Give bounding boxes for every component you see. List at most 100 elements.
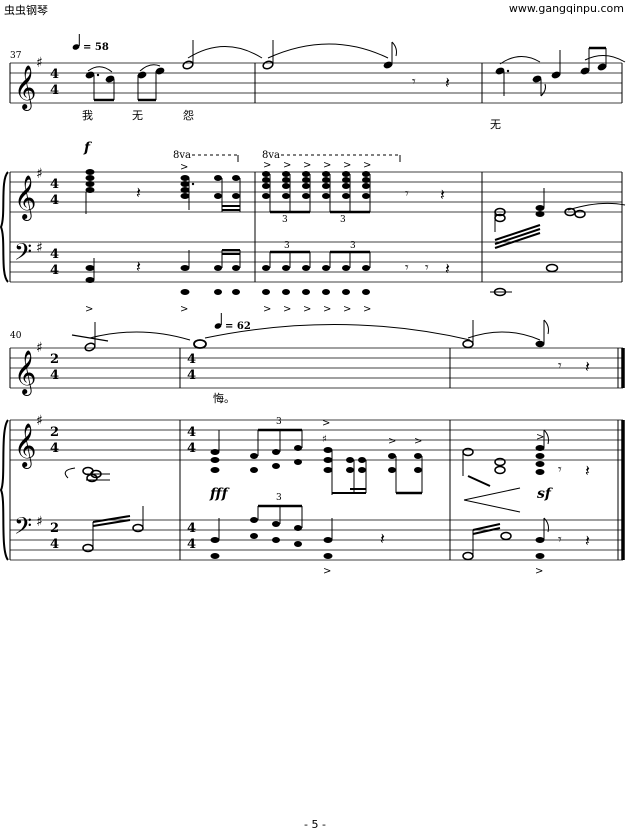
accent-mark: > [263, 304, 271, 315]
quarter-rest-icon: 𝄽 [445, 259, 450, 278]
triplet-mark: 3 [284, 241, 290, 251]
voice-staff [10, 347, 623, 389]
brace [0, 419, 9, 561]
quarter-rest-icon: 𝄽 [136, 257, 141, 276]
chord-note [322, 183, 330, 189]
sharp-key-icon: ♯ [36, 240, 43, 256]
svg-text:>: > [323, 566, 331, 577]
time-sig-bottom: 4 [50, 441, 59, 456]
system-1: 37 = 58 𝄞 ♯ 4 4 𝄞 ♯ 4 4 𝄢 ♯ 4 4 [0, 34, 626, 315]
piano-treble-m39 [494, 188, 626, 232]
treble-clef-icon: 𝄞 [14, 175, 36, 221]
svg-text:>: > [85, 304, 93, 315]
chord-note [362, 265, 370, 271]
time-sig-bottom: 4 [50, 83, 59, 98]
piano-treble-staff [10, 419, 623, 461]
chord-note [342, 183, 350, 189]
piano-treble-m38: >>>>>> 𝄾 𝄽 3 3 [262, 160, 445, 225]
accent-mark: > [323, 304, 331, 315]
chord-note [262, 177, 270, 183]
accent-mark: > [283, 304, 291, 315]
piano-treble-m40 [64, 466, 110, 483]
triplet-mark: 3 [276, 417, 282, 427]
quarter-rest-icon: 𝄽 [585, 531, 590, 550]
lyric: 无 [132, 109, 143, 122]
triplet-mark: 3 [282, 215, 288, 225]
svg-text:>: > [388, 436, 396, 447]
voice-staff [10, 62, 622, 104]
time-sig-top: 4 [50, 247, 59, 262]
chord-note [362, 171, 370, 177]
accent-mark: > [303, 304, 311, 315]
chord-note [302, 177, 310, 183]
time-sig-bottom: 4 [187, 441, 196, 456]
quarter-rest-icon: 𝄽 [585, 357, 590, 376]
svg-text:>: > [322, 418, 330, 429]
chord-note [342, 193, 350, 199]
piano-bass-m41: 3 > 𝄽 [210, 493, 385, 577]
measure-number: 40 [10, 331, 22, 341]
treble-clef-icon: 𝄞 [14, 423, 36, 469]
time-sig-top: 2 [50, 352, 59, 367]
piano-bass-m42: > 𝄾 𝄽 [462, 517, 590, 577]
triplet-mark: 3 [276, 493, 282, 503]
piano-bass-staff [10, 519, 623, 561]
voice-notes-m38: 𝄾 𝄽 [262, 40, 450, 92]
page-number: - 5 - [304, 818, 326, 831]
chord-note [362, 193, 370, 199]
voice-notes-m39 [495, 46, 626, 97]
sharp-key-icon: ♯ [36, 413, 43, 429]
octave-mark: 8va [262, 150, 280, 161]
sharp-key-icon: ♯ [36, 55, 43, 71]
whole-note [545, 263, 559, 273]
chord-note [362, 289, 370, 295]
eighth-rest-icon: 𝄾 [558, 358, 562, 374]
accent-mark: > [303, 160, 311, 171]
chord-note [322, 265, 330, 271]
measure-number: 37 [10, 51, 22, 61]
time-sig-bottom: 4 [50, 193, 59, 208]
piano-bass-m39 [490, 224, 559, 297]
chord-note [262, 193, 270, 199]
tempo-marking: = 58 [72, 34, 109, 53]
accent-mark: > [343, 160, 351, 171]
quarter-rest-icon: 𝄽 [380, 529, 385, 548]
accent-mark: > [323, 160, 331, 171]
tempo-value: = 58 [83, 42, 109, 53]
eighth-rest-icon: 𝄾 [558, 462, 562, 478]
time-sig-bottom: 4 [50, 537, 59, 552]
svg-text:>: > [535, 566, 543, 577]
chord-note [342, 265, 350, 271]
time-sig-top: 4 [187, 352, 196, 367]
svg-text:>: > [180, 304, 188, 315]
bass-clef-icon: 𝄢 [14, 238, 32, 271]
system-2: 40 = 62 𝄞 ♯ 2 4 𝄞 ♯ 2 4 𝄢 ♯ 2 4 4 4 4 4 … [0, 313, 625, 577]
dynamic-fff: fff [209, 486, 231, 502]
treble-clef-icon: 𝄞 [14, 350, 36, 396]
piano-treble-m42: > 𝄾 𝄽 [462, 429, 590, 513]
svg-text:>: > [180, 162, 188, 173]
eighth-rest-icon: 𝄾 [425, 260, 429, 276]
piano-bass-m38: >>>>>> 𝄾 𝄾 𝄽 3 3 [262, 241, 450, 315]
svg-text:>: > [536, 432, 544, 443]
piano-treble-staff [10, 171, 622, 213]
treble-clef-icon: 𝄞 [14, 65, 36, 111]
svg-text:♯: ♯ [322, 434, 327, 445]
lyric: 怨 [183, 109, 194, 122]
time-sig-top: 4 [50, 177, 59, 192]
triplet-mark: 3 [340, 215, 346, 225]
octave-mark: 8va [173, 150, 191, 161]
tempo-value: = 62 [225, 321, 251, 332]
accent-mark: > [363, 304, 371, 315]
brace [0, 171, 9, 283]
eighth-rest-icon: 𝄾 [558, 532, 562, 548]
quarter-note-icon [214, 323, 222, 329]
piano-treble-m41: 3 ♯ > > > [210, 417, 423, 495]
accent-mark: > [343, 304, 351, 315]
chord-note [262, 265, 270, 271]
quarter-rest-icon: 𝄽 [440, 185, 445, 204]
accent-mark: > [363, 160, 371, 171]
time-sig-top: 4 [187, 425, 196, 440]
eighth-rest-icon: 𝄾 [405, 260, 409, 276]
